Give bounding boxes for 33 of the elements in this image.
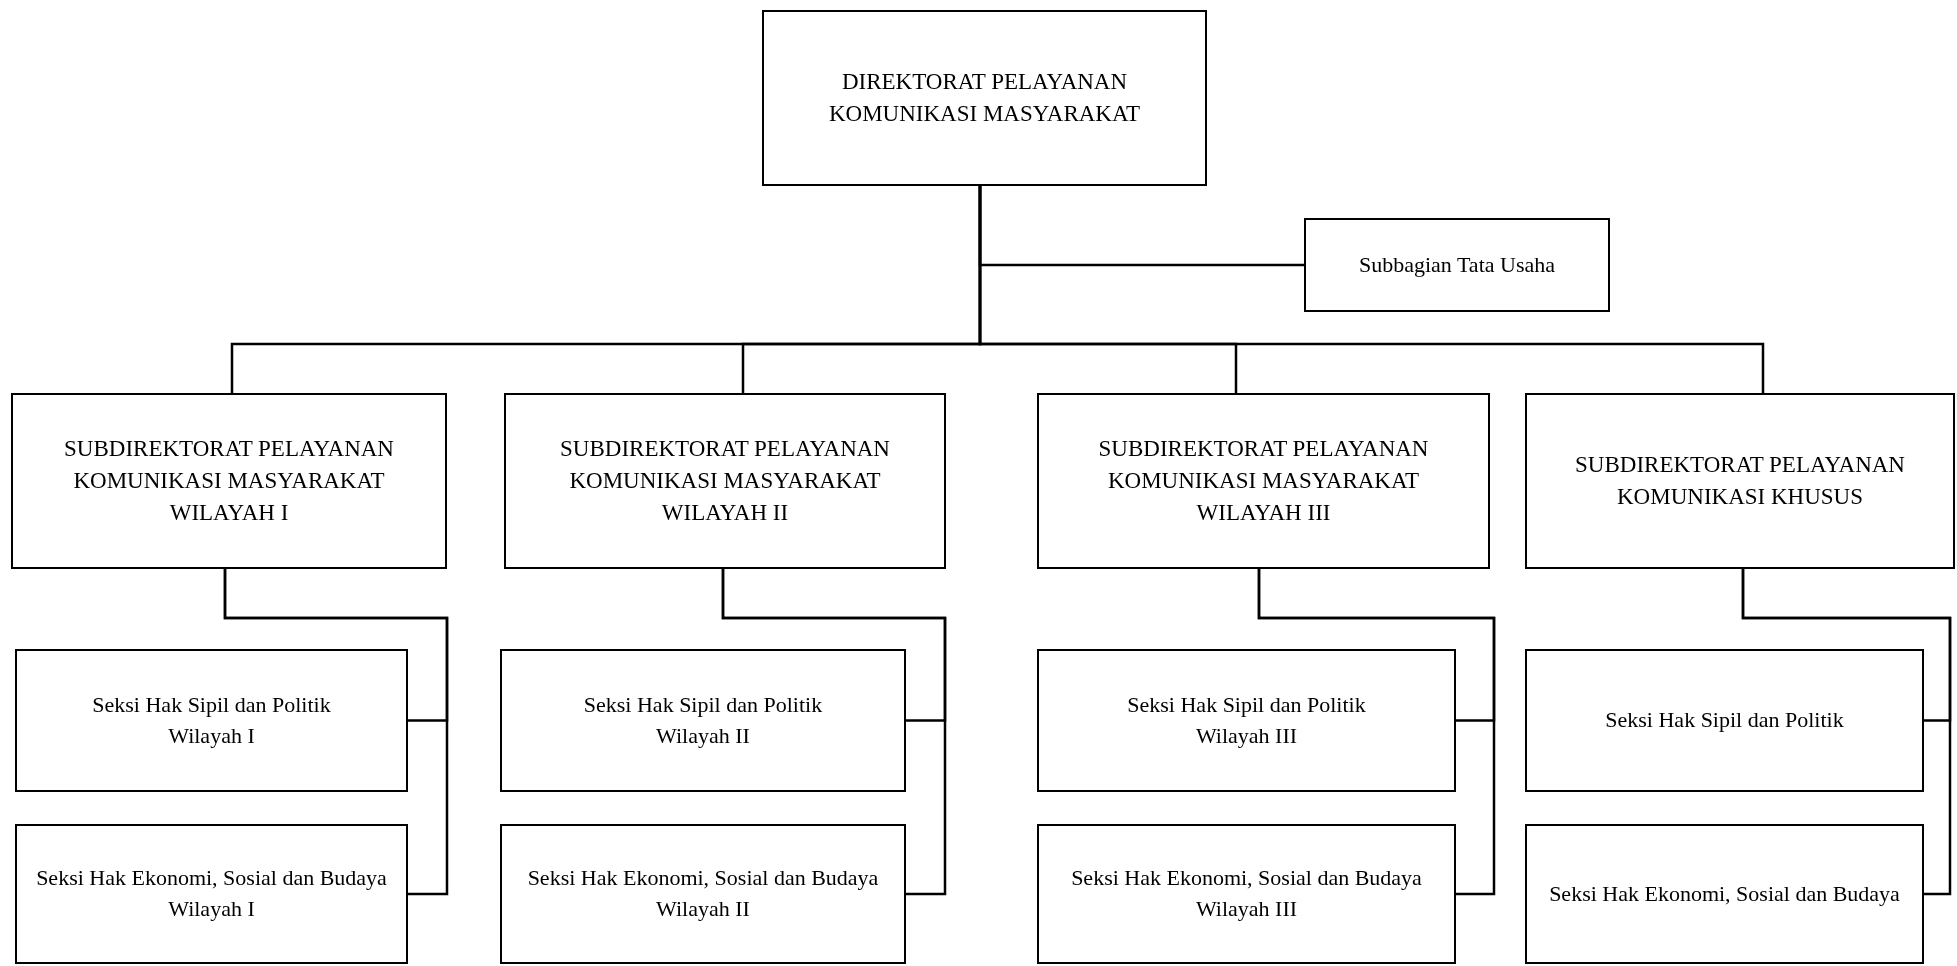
section-box	[1037, 824, 1456, 964]
box-label: Seksi Hak Ekonomi, Sosial dan Budaya Wilayah I	[35, 864, 388, 923]
subdirectorate-box	[1037, 393, 1490, 569]
subdirectorate-box	[1525, 393, 1955, 569]
section-box	[1525, 649, 1924, 792]
connector-line	[1257, 569, 1496, 896]
connector-line	[978, 186, 1765, 393]
box-label: Seksi Hak Sipil dan Politik Wilayah III	[1126, 690, 1367, 750]
box-label: Seksi Hak Ekonomi, Sosial dan Budaya Wilayah II	[526, 864, 880, 923]
directorate-box	[762, 10, 1207, 186]
connector-line	[223, 569, 449, 896]
subdirectorate-box	[11, 393, 447, 569]
connector-line	[1741, 569, 1952, 896]
section-box	[500, 649, 906, 792]
box-label: Seksi Hak Sipil dan Politik Wilayah I	[91, 690, 332, 750]
box-label: Seksi Hak Sipil dan Politik Wilayah II	[582, 690, 824, 750]
box-label: DIREKTORAT PELAYANAN KOMUNIKASI MASYARAKAT	[827, 67, 1142, 128]
box-label: SUBDIREKTORAT PELAYANAN KOMUNIKASI MASYARAKAT WILAYAH I	[63, 434, 395, 528]
section-box	[15, 649, 408, 792]
subdirectorate-box	[504, 393, 946, 569]
box-label: SUBDIREKTORAT PELAYANAN KOMUNIKASI MASYARAKAT WILAYAH III	[1097, 434, 1430, 528]
section-box	[1037, 649, 1456, 792]
box-label: Seksi Hak Sipil dan Politik	[1605, 706, 1844, 735]
section-box	[15, 824, 408, 964]
section-box	[1525, 824, 1924, 964]
connector-line	[721, 569, 947, 896]
box-label: SUBDIREKTORAT PELAYANAN KOMUNIKASI MASYARAKAT WILAYAH II	[559, 434, 891, 528]
section-box	[500, 824, 906, 964]
subdivision-box	[1304, 218, 1610, 312]
box-label: SUBDIREKTORAT PELAYANAN KOMUNIKASI KHUSUS	[1574, 450, 1906, 511]
box-label: Subbagian Tata Usaha	[1359, 250, 1555, 279]
box-label: Seksi Hak Ekonomi, Sosial dan Budaya	[1549, 879, 1900, 908]
box-label: Seksi Hak Ekonomi, Sosial dan Budaya Wilayah III	[1070, 864, 1423, 923]
